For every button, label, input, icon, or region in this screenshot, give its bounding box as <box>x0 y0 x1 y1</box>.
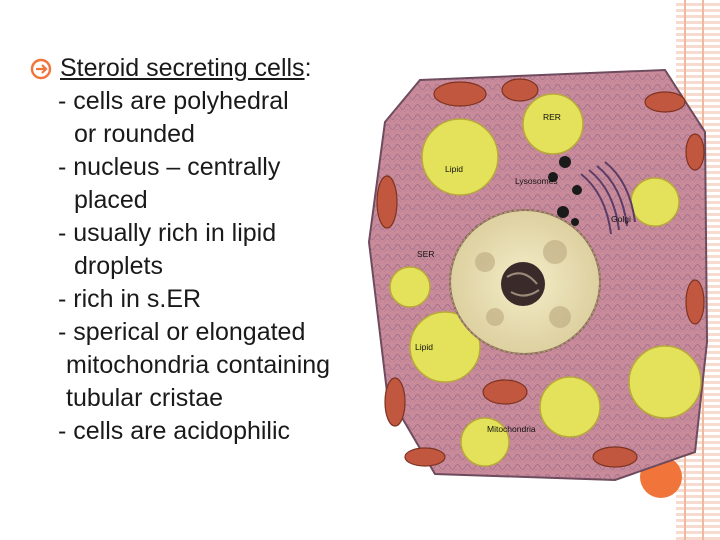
steroid-cell-illustration: RER Lipid Lysosomes Golgi SER Lipid Mito… <box>367 68 709 482</box>
text-line: droplets <box>74 252 163 280</box>
text-line: or rounded <box>74 120 195 148</box>
circle-bullet-icon <box>30 58 52 79</box>
label-lipid-bottom: Lipid <box>415 342 433 352</box>
text-line: - sperical or elongated <box>58 318 306 346</box>
label-mitochondria: Mitochondria <box>487 424 536 434</box>
lysosomes <box>548 156 582 226</box>
label-rer: RER <box>543 112 561 122</box>
golgi-stacks <box>580 161 636 235</box>
text-line: tubular cristae <box>66 384 224 412</box>
lipid-droplets <box>389 93 702 467</box>
text-line: - usually rich in lipid <box>58 219 277 247</box>
label-lipid-top: Lipid <box>445 164 463 174</box>
bullet-heading: Steroid secreting cells: <box>30 52 360 85</box>
label-golgi: Golgi <box>611 214 631 224</box>
text-line: - cells are polyhedral <box>58 87 289 115</box>
text-line: - rich in s.ER <box>58 285 202 313</box>
heading-suffix: : <box>304 54 312 82</box>
label-lysosomes: Lysosomes <box>515 176 558 186</box>
text-line: placed <box>74 186 148 214</box>
slide-text: Steroid secreting cells: - cells are pol… <box>30 52 360 448</box>
heading-text: Steroid secreting cells <box>60 54 305 82</box>
mitochondria <box>376 78 705 468</box>
nucleolus <box>501 262 545 306</box>
text-line: - nucleus – centrally <box>58 153 281 181</box>
label-ser: SER <box>417 249 434 259</box>
text-line: - cells are acidophilic <box>58 417 291 445</box>
text-line: mitochondria containing <box>66 351 331 379</box>
